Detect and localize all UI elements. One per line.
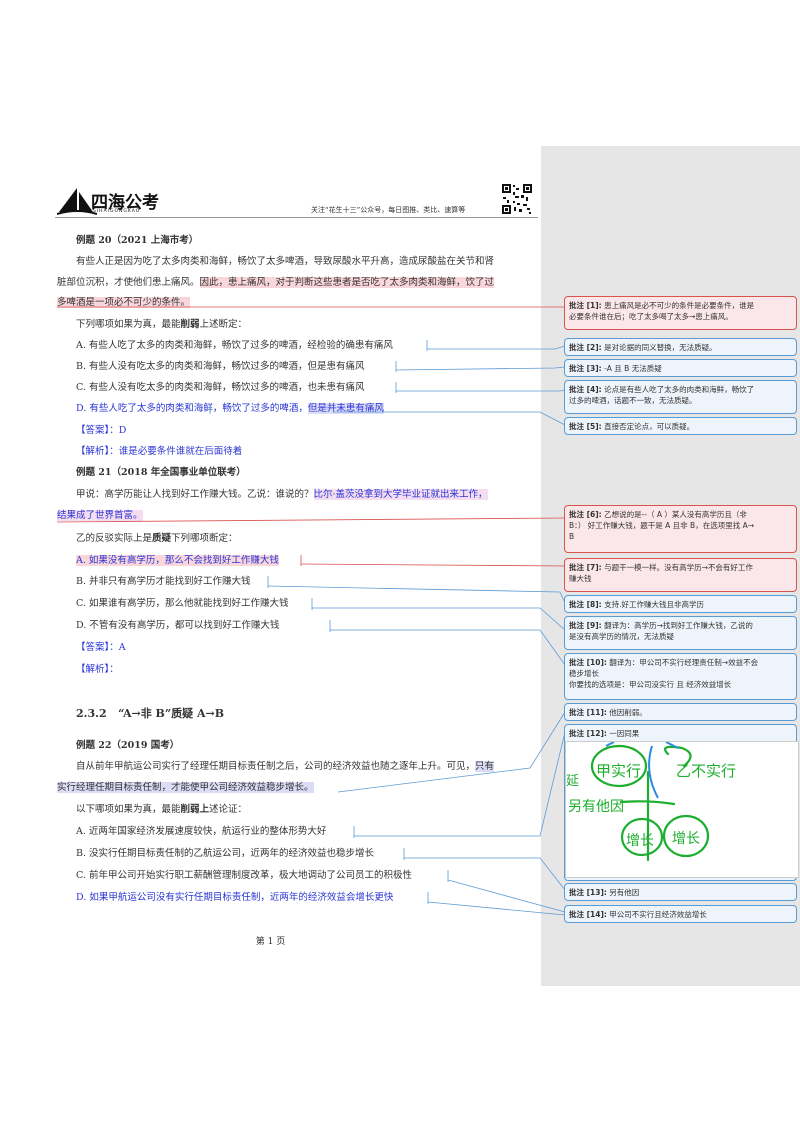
ex21-para-line2: 结果成了世界首富。 xyxy=(57,509,143,522)
qr-code-icon xyxy=(501,183,533,215)
ex20-para-line3: 多啤酒是一项必不可少的条件。 xyxy=(57,296,191,309)
handwritten-sketch-image: 甲实行 乙不实行 另有他因 增长 增长 延 xyxy=(565,741,799,878)
ex22-option-d: D. 如果甲航运公司没有实行任期目标责任制，近两年的经济效益会增长更快 xyxy=(76,892,394,903)
ex20-highlight-3: 但是并未患有痛风 xyxy=(307,403,384,414)
ex21-highlight-2: 结果成了世界首富。 xyxy=(57,510,143,521)
ex20-analysis: 【解析】：谁是必要条件谁就在后面待着 xyxy=(76,446,243,457)
ex22-highlight-1: 只有 xyxy=(475,761,495,772)
sketch-word-5: 增长 xyxy=(672,831,700,847)
ex21-highlight-1: 比尔·盖茨没拿到大学毕业证就出来工作， xyxy=(313,489,488,500)
comment-11[interactable]: 批注 [11]: 他因削弱。 xyxy=(564,703,797,721)
comment-10[interactable]: 批注 [10]: 翻译为：甲公司不实行经理责任制→效益不会稳步增长你要找的选项是… xyxy=(564,653,797,700)
logo-subtext: SIHAIGONGKAO xyxy=(93,209,141,214)
section-heading: 2.3.2 “A→非 B”质疑 A→B xyxy=(76,707,225,720)
sketch-word-2: 乙不实行 xyxy=(676,762,737,780)
comment-8[interactable]: 批注 [8]: 支持.好工作赚大钱且非高学历 xyxy=(564,595,797,613)
ex20-option-d: D. 有些人吃了太多的肉类和海鲜，畅饮了过多的啤酒，但是并未患有痛风 xyxy=(76,403,384,414)
ex20-title: 例题 20（2021 上海市考） xyxy=(76,235,199,246)
comment-5[interactable]: 批注 [5]: 直接否定论点，可以质疑。 xyxy=(564,417,797,435)
ex21-option-a: A. 如果没有高学历，那么不会找到好工作赚大钱 xyxy=(76,555,279,566)
ex22-question: 以下哪项如果为真，最能削弱上述论证： xyxy=(76,804,248,815)
comment-4[interactable]: 批注 [4]: 论点是有些人吃了太多的肉类和海鲜，畅饮了过多的啤酒，话题不一致，… xyxy=(564,380,797,414)
comment-9[interactable]: 批注 [9]: 翻译为：高学历→找到好工作赚大钱，乙说的是没有高学历的情况，无法… xyxy=(564,616,797,650)
ex21-analysis: 【解析】： xyxy=(76,664,119,675)
ex20-question: 下列哪项如果为真，最能削弱上述断定： xyxy=(76,319,248,330)
comment-2[interactable]: 批注 [2]: 是对论据的同义替换，无法质疑。 xyxy=(564,338,797,356)
sketch-drawing xyxy=(590,742,710,862)
comment-13[interactable]: 批注 [13]: 另有他因 xyxy=(564,883,797,901)
ex21-option-c: C. 如果谁有高学历，那么他就能找到好工作赚大钱 xyxy=(76,598,289,609)
logo: 四海公考 SIHAIGONGKAO xyxy=(56,186,159,220)
comment-1[interactable]: 批注 [1]: 患上痛风是必不可少的条件是必要条件，谁是必要条件谁在后；吃了太多… xyxy=(564,296,797,330)
ex20-para-line2: 脏部位沉积，才使他们患上痛风。因此，患上痛风，对于判断这些患者是否吃了太多肉类和… xyxy=(57,277,495,288)
ex22-option-c: C. 前年甲公司开始实行职工薪酬管理制度改革，极大地调动了公司员工的积极性 xyxy=(76,870,412,881)
ex20-option-c: C. 有些人没有吃太多的肉类和海鲜，畅饮过多的啤酒，也未患有痛风 xyxy=(76,382,365,393)
ex21-title: 例题 21（2018 年全国事业单位联考） xyxy=(76,467,246,478)
comment-3[interactable]: 批注 [3]: -A 且 B 无法质疑 xyxy=(564,359,797,377)
ex22-title: 例题 22（2019 国考） xyxy=(76,740,180,751)
header-note: 关注“花生十三”公众号，每日图推、类比、速算等 xyxy=(311,206,466,214)
ex20-answer: 【答案】：D xyxy=(76,425,127,436)
page-number: 第 1 页 xyxy=(255,937,286,947)
ex22-option-b: B. 没实行任期目标责任制的乙航运公司，近两年的经济效益也稳步增长 xyxy=(76,848,375,859)
logo-sail-icon xyxy=(56,188,98,215)
ex21-para-line1: 甲说：高学历能让人找到好工作赚大钱。乙说：谁说的？比尔·盖茨没拿到大学毕业证就出… xyxy=(76,489,488,500)
ex20-option-a: A. 有些人吃了太多的肉类和海鲜，畅饮了过多的啤酒，经检验的确患有痛风 xyxy=(76,340,393,351)
ex20-para-line1: 有些人正是因为吃了太多肉类和海鲜，畅饮了太多啤酒，导致尿酸水平升高，造成尿酸盐在… xyxy=(76,256,495,267)
sketch-word-3: 另有他因 xyxy=(568,799,624,815)
ex21-answer: 【答案】：A xyxy=(76,642,126,653)
sketch-word-6: 延 xyxy=(566,774,580,789)
comment-14[interactable]: 批注 [14]: 甲公司不实行且经济效益增长 xyxy=(564,905,797,923)
ex22-para-line2: 实行经理任期目标责任制，才能使甲公司经济效益稳步增长。 xyxy=(57,781,314,794)
ex20-option-b: B. 有些人没有吃太多的肉类和海鲜，畅饮过多的啤酒，但是患有痛风 xyxy=(76,361,365,372)
ex20-highlight-2: 多啤酒是一项必不可少的条件。 xyxy=(57,297,191,308)
ex21-option-d: D. 不管有没有高学历，都可以找到好工作赚大钱 xyxy=(76,620,280,631)
sketch-word-4: 增长 xyxy=(626,833,654,849)
ex20-highlight-1: 因此，患上痛风，对于判断这些患者是否吃了太多肉类和海鲜，饮了过 xyxy=(199,277,495,288)
ex21-question: 乙的反驳实际上是质疑下列哪项断定： xyxy=(76,533,238,544)
ex22-para-line1: 自从前年甲航运公司实行了经理任期目标责任制之后，公司的经济效益也随之逐年上升。可… xyxy=(76,761,495,772)
ex22-highlight-2: 实行经理任期目标责任制，才能使甲公司经济效益稳步增长。 xyxy=(57,782,314,793)
logo-text: 四海公考 xyxy=(91,193,159,213)
sketch-word-1: 甲实行 xyxy=(596,762,642,780)
ex22-option-a: A. 近两年国家经济发展速度较快，航运行业的整体形势大好 xyxy=(76,826,327,837)
ex21-option-b: B. 并非只有高学历才能找到好工作赚大钱 xyxy=(76,576,251,587)
comment-7[interactable]: 批注 [7]: 与题干一模一样。没有高学历→不会有好工作赚大钱 xyxy=(564,558,797,592)
header-divider xyxy=(55,217,538,218)
